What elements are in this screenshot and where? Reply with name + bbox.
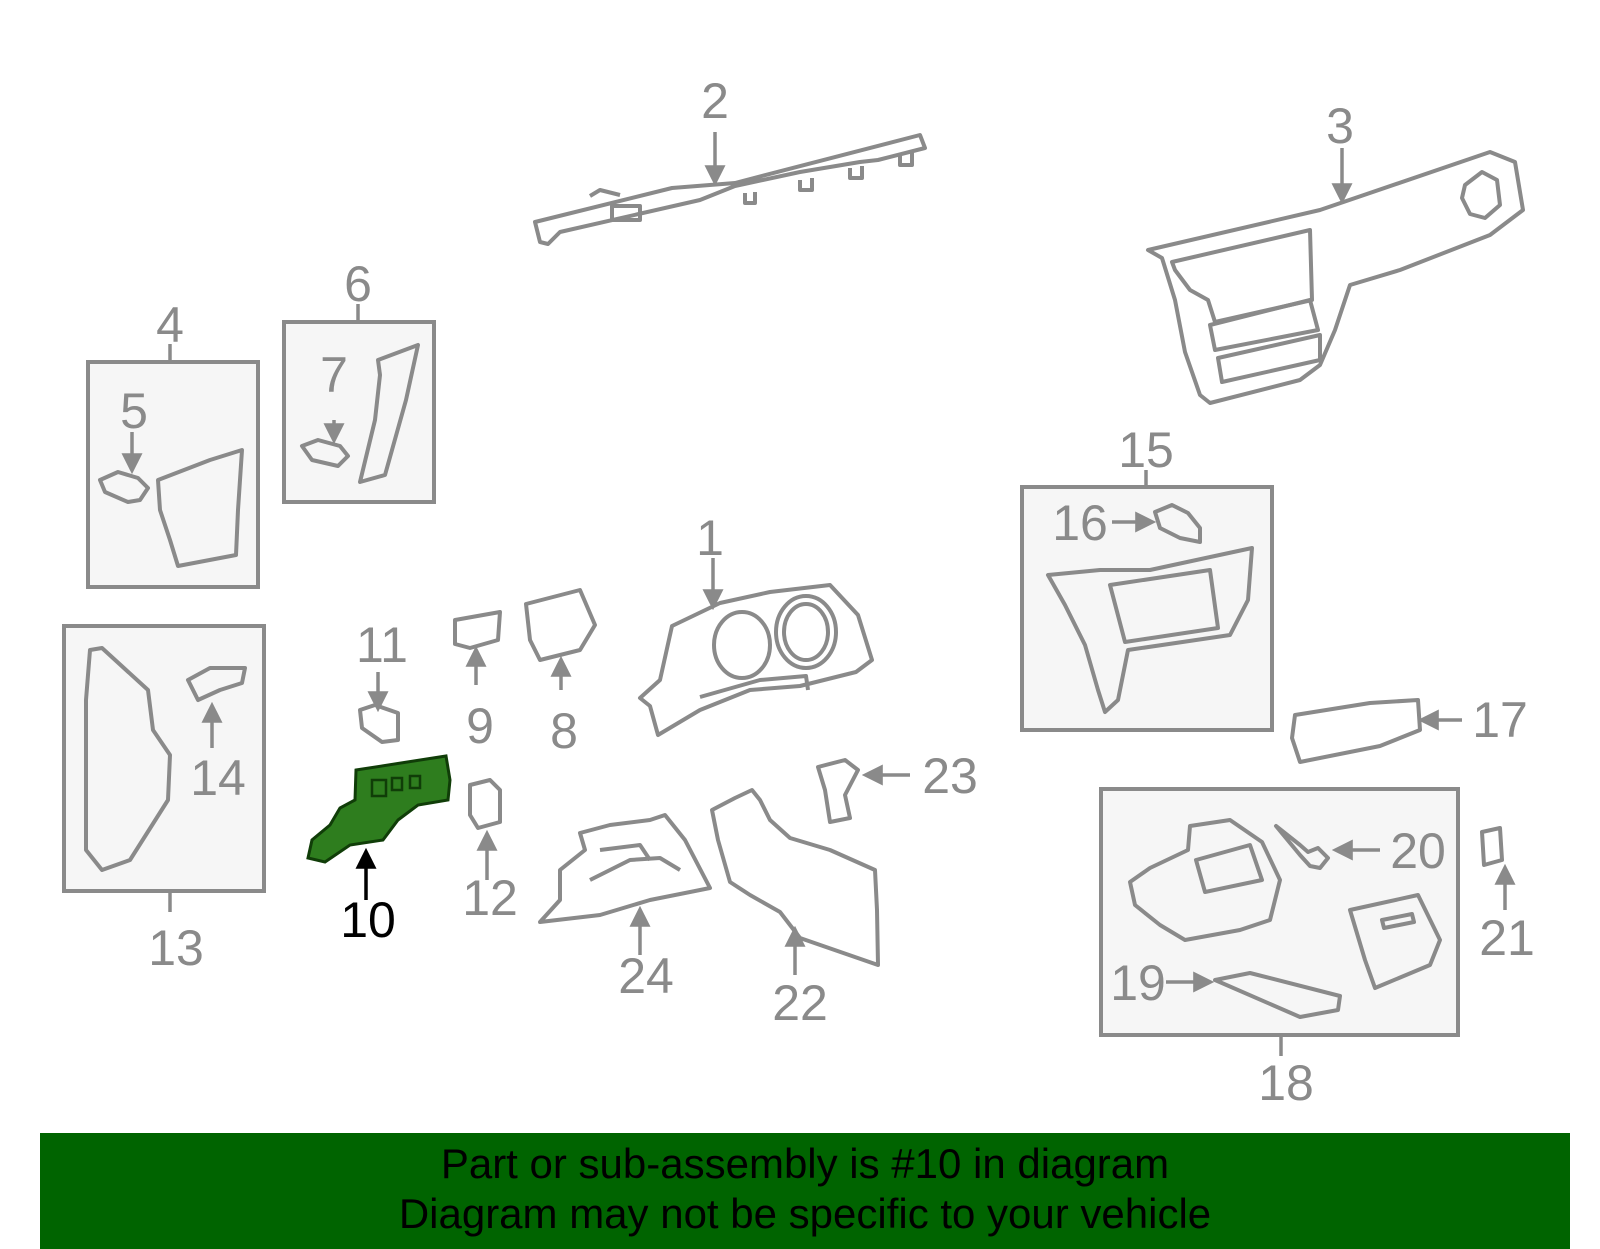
part-8-bracket [524,588,597,662]
part-19-liner [1213,971,1342,1019]
part-22-knee-panel [710,788,880,967]
part-7-clip [300,438,350,468]
part-10-highlighted [306,754,452,864]
label-3: 3 [1326,98,1354,154]
part-13-side-trim [84,646,172,872]
part-1-instrument-cluster [638,583,874,737]
label-8: 8 [550,703,578,759]
part-23-clip [816,758,860,824]
label-23: 23 [922,748,978,804]
part-3-lower-dash-panel [1146,150,1525,405]
part-12-clip [468,778,502,830]
part-18-door [1348,893,1442,990]
label-18: 18 [1258,1055,1314,1111]
label-9: 9 [466,698,494,754]
callout-arrows [121,132,1516,1056]
label-7: 7 [320,347,348,403]
banner-line-2: Diagram may not be specific to your vehi… [398,1190,1212,1237]
label-19: 19 [1110,955,1166,1011]
label-12: 12 [462,870,518,926]
label-13: 13 [148,920,204,976]
part-2-dash-trim-strip [533,133,927,246]
part-16-clip [1153,503,1202,544]
label-24: 24 [618,948,674,1004]
label-10: 10 [340,892,396,948]
part-18-glove-box [1128,818,1282,942]
parts-diagram: 1 2 3 4 5 6 7 8 9 10 11 12 13 14 15 16 1… [62,73,1535,1111]
part-21-clip [1480,826,1504,867]
part-6-pillar-trim [358,343,420,484]
part-5-clip [98,470,150,504]
part-15-bezel-panel [1046,546,1254,714]
label-1: 1 [696,510,724,566]
label-2: 2 [701,73,729,129]
part-20-bolt [1274,824,1330,870]
part-24-lower-panel [538,813,712,924]
label-22: 22 [772,975,828,1031]
banner-line-1: Part or sub-assembly is #10 in diagram [440,1140,1170,1187]
label-5: 5 [120,383,148,439]
label-11: 11 [356,617,408,673]
label-16: 16 [1052,495,1108,551]
label-4: 4 [156,297,184,353]
part-14-clip [186,666,247,702]
info-banner: Part or sub-assembly is #10 in diagram D… [40,1133,1570,1249]
part-4-side-panel [156,448,244,568]
box-13 [62,624,266,893]
label-21: 21 [1479,910,1535,966]
box-6 [282,320,436,504]
part-11-clip [358,703,400,744]
label-15: 15 [1118,422,1174,478]
part-9-bracket [453,610,502,650]
label-14: 14 [190,750,246,806]
label-20: 20 [1390,823,1446,879]
label-17: 17 [1472,692,1528,748]
label-6: 6 [344,256,372,312]
box-15 [1020,485,1274,732]
part-17-vent [1290,698,1422,764]
